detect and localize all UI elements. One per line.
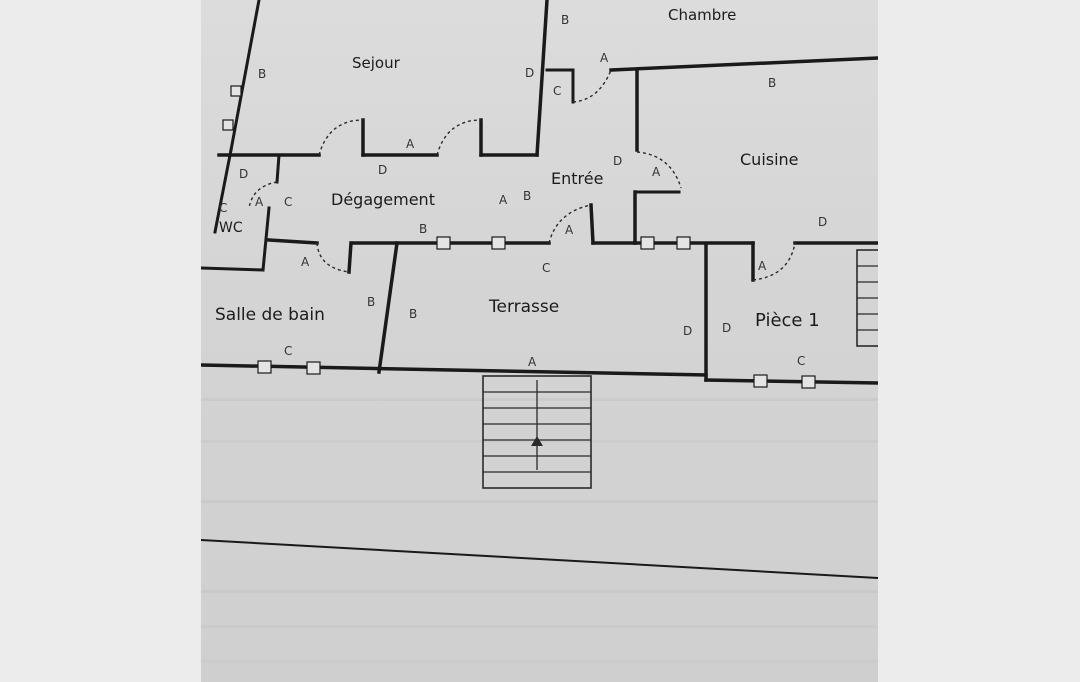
door-cuisine [636, 151, 682, 189]
window-piece1-1 [753, 374, 768, 388]
wall-code: A [528, 355, 537, 369]
wall-code: B [768, 76, 776, 90]
window-sdb-2 [306, 361, 321, 375]
page-rule [201, 538, 878, 580]
wall-code: B [367, 295, 375, 309]
wall-chambre-bottom [609, 56, 878, 72]
wall-wc-right [261, 206, 271, 272]
wall-code: A [565, 223, 574, 237]
wall-code: C [219, 201, 227, 215]
room-label-cuisine: Cuisine [740, 150, 799, 169]
wall-wc-bottom [201, 266, 265, 272]
wall-deg-bottom-left [267, 238, 319, 245]
wall-code: A [406, 137, 415, 151]
wall-code: C [797, 354, 805, 368]
window-sejour-2 [222, 119, 234, 131]
door-sejour-1 [318, 119, 364, 156]
door-sejour-2 [436, 119, 482, 156]
wall-left-wc [213, 148, 233, 234]
windows [222, 85, 816, 389]
wall-code: B [523, 189, 531, 203]
wall-code: D [818, 215, 827, 229]
floor-plan-photo: Sejour Chambre Cuisine Entrée Dégagement… [201, 0, 878, 682]
wall-code: A [499, 193, 508, 207]
wall-entree-stub-left [589, 203, 595, 245]
door-swings [248, 69, 796, 281]
room-label-degagement: Dégagement [331, 190, 435, 209]
walls [201, 0, 878, 580]
window-cuisine-2 [676, 236, 691, 250]
wall-sejour-chambre [535, 0, 549, 157]
wall-code: D [683, 324, 692, 338]
wall-code: D [239, 167, 248, 181]
wall-bottom-right [704, 378, 878, 385]
window-deg-2 [491, 236, 506, 250]
wall-code: C [284, 195, 292, 209]
wall-code: C [542, 261, 550, 275]
wall-bottom-left [201, 363, 708, 377]
wall-code: B [258, 67, 266, 81]
wall-code: D [613, 154, 622, 168]
wall-code: D [378, 163, 387, 177]
staircase-terrasse [482, 375, 592, 489]
wall-code: A [600, 51, 609, 65]
room-label-terrasse: Terrasse [488, 297, 559, 317]
wall-code: C [284, 344, 292, 358]
window-piece1-2 [801, 375, 816, 389]
room-label-entree: Entrée [551, 169, 603, 188]
wall-code: D [722, 321, 731, 335]
window-cuisine-1 [640, 236, 655, 250]
room-label-chambre: Chambre [668, 6, 736, 24]
door-piece1 [752, 242, 796, 281]
show-through-text [201, 398, 878, 663]
floor-plan: Sejour Chambre Cuisine Entrée Dégagement… [201, 0, 878, 663]
wall-codes: B B D C A B D A D A D A C C A B B A D A … [219, 13, 827, 369]
wall-deg-stub [347, 241, 353, 274]
wall-code: C [553, 84, 561, 98]
window-sdb-1 [257, 360, 272, 374]
wall-code: A [758, 259, 767, 273]
room-label-wc: WC [219, 220, 243, 236]
room-label-piece1: Pièce 1 [755, 310, 820, 331]
room-labels: Sejour Chambre Cuisine Entrée Dégagement… [215, 6, 820, 331]
wall-code: A [652, 165, 661, 179]
wall-code: B [561, 13, 569, 27]
wall-code: A [301, 255, 310, 269]
window-deg-1 [436, 236, 451, 250]
door-degagement [316, 242, 350, 273]
wall-code: D [525, 66, 534, 80]
room-label-salle-de-bain: Salle de bain [215, 305, 325, 325]
wall-sdb-terrasse [377, 241, 399, 374]
staircase-piece1 [856, 249, 878, 347]
wall-left-upper [229, 0, 261, 152]
wall-wc-right-top [275, 153, 281, 184]
wall-code: B [419, 222, 427, 236]
wall-code: B [409, 307, 417, 321]
window-sejour-1 [230, 85, 242, 97]
door-chambre [572, 69, 612, 103]
room-label-sejour: Sejour [352, 54, 401, 72]
wall-code: A [255, 195, 264, 209]
door-entree [548, 204, 592, 244]
door-wc [248, 181, 278, 209]
